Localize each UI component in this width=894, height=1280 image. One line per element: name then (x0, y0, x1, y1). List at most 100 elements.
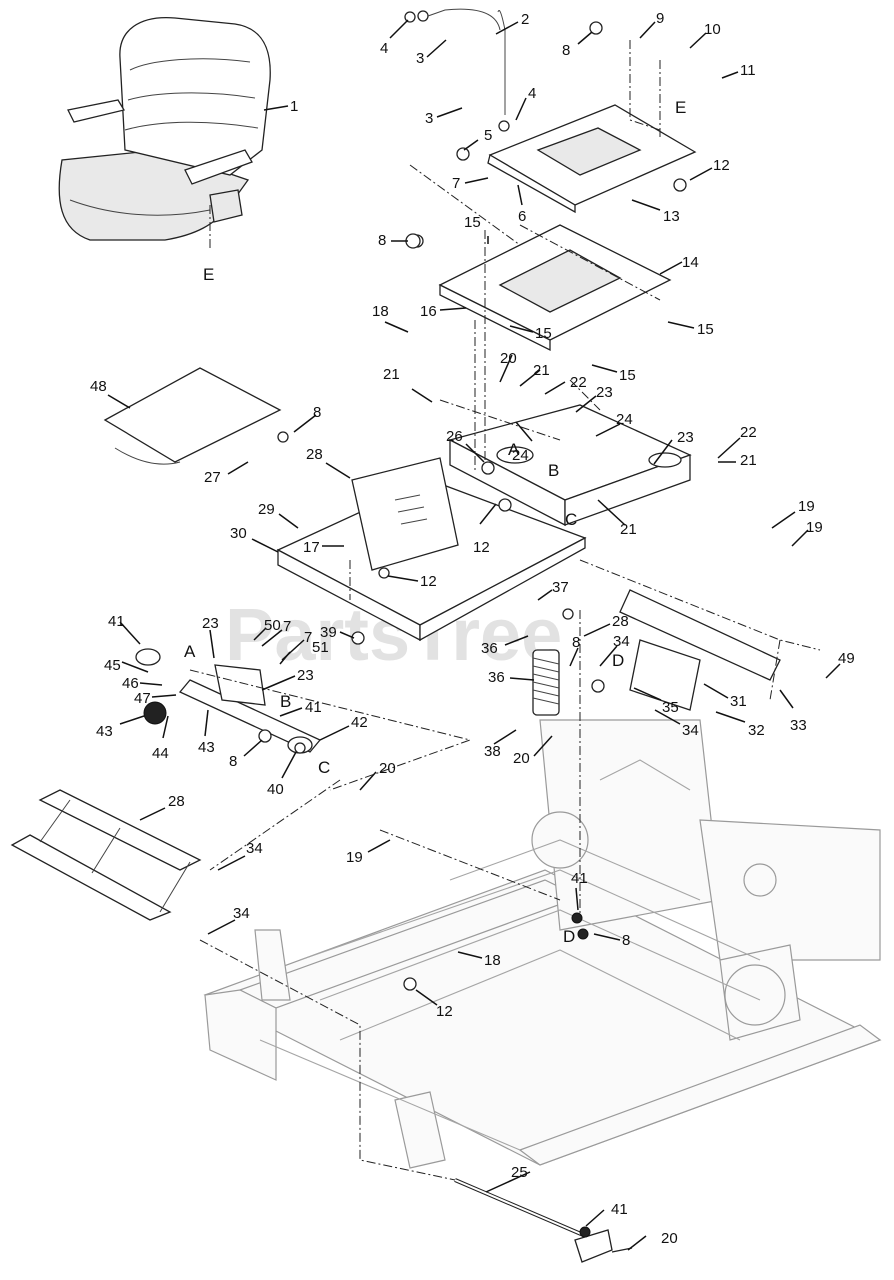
callout-23: 22 (570, 374, 587, 391)
callout-7b: 50 (264, 617, 281, 634)
callout-27: 26 (446, 428, 463, 445)
callout-19b: 19 (798, 498, 815, 515)
callout-20d: 20 (661, 1230, 678, 1247)
callout-6: 6 (518, 208, 526, 225)
callout-48: 46 (122, 675, 139, 692)
callout-3b: 3 (425, 110, 433, 127)
callout-5: 5 (484, 127, 492, 144)
callout-34c: 34 (246, 840, 263, 857)
ref-B-arm: B (280, 692, 291, 711)
callout-42: 41 (305, 699, 322, 716)
callout-19c: 19 (346, 849, 363, 866)
callout-17: 16 (420, 303, 437, 320)
assembly-lines (189, 40, 821, 1181)
callout-36b: 35 (662, 699, 679, 716)
seat-slider-14 (438, 224, 672, 352)
callout-15c: 15 (619, 367, 636, 384)
callout-39: 37 (552, 579, 569, 596)
mower-frame (203, 719, 882, 1169)
reference-letters: E E A B C D A B C D (184, 98, 686, 946)
callout-23d: 23 (297, 667, 314, 684)
callout-16: 15 (464, 214, 481, 231)
callout-44: 43 (198, 739, 215, 756)
arm-33 (619, 589, 781, 711)
callout-35: 34 (682, 722, 699, 739)
callout-4b: 4 (528, 85, 536, 102)
callout-34d: 34 (233, 905, 250, 922)
callout-34b: 33 (790, 717, 807, 734)
callout-labels: 1 2 3 3 4 4 5 6 7 8 8 8 9 10 11 12 12 12… (90, 10, 855, 1251)
rear-axle-rod-26 (454, 1178, 633, 1263)
callout-2: 2 (521, 11, 529, 28)
callout-38: 36 (481, 640, 498, 657)
callout-18b: 18 (484, 952, 501, 969)
ref-D-bracket: D (612, 651, 624, 670)
shock-absorber-37 (532, 649, 560, 716)
ref-A-bracket: A (508, 440, 520, 459)
callout-8f: 8 (229, 753, 237, 770)
callout-18: 17 (303, 539, 320, 556)
callout-29: 28 (168, 793, 185, 810)
callout-24b: 24 (616, 411, 633, 428)
callout-3: 3 (416, 50, 424, 67)
callout-20c: 20 (379, 760, 396, 777)
callout-12c: 12 (420, 573, 437, 590)
callout-23b: 23 (677, 429, 694, 446)
ref-E-plate: E (675, 98, 686, 117)
ref-C-bracket: C (565, 510, 577, 529)
callout-31: 29 (258, 501, 275, 518)
callout-10: 10 (704, 21, 721, 38)
callout-20: 19 (806, 519, 823, 536)
callout-8b: 8 (378, 232, 386, 249)
callout-11: 11 (740, 62, 756, 79)
seat-plate-13 (487, 104, 697, 214)
callout-25: 24 (512, 447, 529, 464)
callout-49: 47 (134, 690, 151, 707)
callout-15b: 15 (697, 321, 714, 338)
suspension-bracket-25 (448, 404, 692, 527)
callout-7: 7 (452, 175, 460, 192)
ref-E-seat: E (203, 265, 214, 284)
callout-8e: 7 (304, 629, 312, 646)
callout-23c: 23 (202, 615, 219, 632)
callout-4: 4 (380, 40, 388, 57)
callout-28b: 28 (612, 613, 629, 630)
callout-15: 15 (535, 325, 552, 342)
callout-12b: 12 (473, 539, 490, 556)
callout-30: 28 (306, 446, 323, 463)
front-crossbar-29 (10, 789, 202, 921)
callout-40: 38 (484, 743, 501, 760)
callout-8c: 8 (313, 404, 321, 421)
callout-22: 21 (533, 362, 550, 379)
cover-plate-50 (103, 367, 282, 465)
callout-26: 25 (511, 1164, 528, 1181)
callout-41: 39 (320, 624, 337, 641)
callout-21: 20 (500, 350, 517, 367)
callout-21b: 21 (383, 366, 400, 383)
callout-45: 43 (96, 723, 113, 740)
callout-43b: 42 (351, 714, 368, 731)
seat-bracket-30 (351, 457, 459, 571)
ref-C-arm: C (318, 758, 330, 777)
callout-24: 23 (596, 384, 613, 401)
callout-32: 30 (230, 525, 247, 542)
callout-22b: 22 (740, 424, 757, 441)
callout-51: 49 (838, 650, 855, 667)
arm-42 (178, 664, 322, 753)
ref-B-bracket: B (548, 461, 559, 480)
callout-43: 41 (108, 613, 125, 630)
callout-8h: 8 (572, 634, 580, 651)
callout-8: 8 (562, 42, 570, 59)
callout-8d: 7 (283, 618, 291, 635)
callout-46: 44 (152, 745, 169, 762)
callout-9: 9 (656, 10, 664, 27)
callout-14: 14 (682, 254, 699, 271)
callout-41d: 41 (611, 1201, 628, 1218)
callout-41c: 41 (571, 870, 588, 887)
callout-21c: 21 (740, 452, 757, 469)
ref-D-frame: D (563, 927, 575, 946)
callout-19: 18 (372, 303, 389, 320)
callout-20b: 20 (513, 750, 530, 767)
ref-A-arm: A (184, 642, 196, 661)
